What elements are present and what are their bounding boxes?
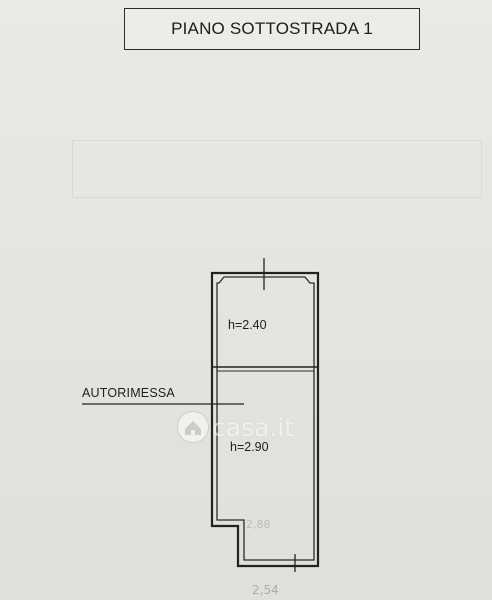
- faint-mark-1: 2,54: [252, 583, 279, 597]
- room-height-lower: h=2.90: [230, 440, 269, 454]
- house-logo-icon: [177, 411, 209, 443]
- faded-stamp-area: [72, 140, 482, 198]
- plan-inner-wall: [216, 276, 315, 561]
- floor-title: PIANO SOTTOSTRADA 1: [124, 8, 420, 50]
- room-height-upper: h=2.40: [228, 318, 267, 332]
- watermark-brand-text: casa.it: [212, 412, 295, 442]
- plan-outer-wall: [210, 271, 320, 568]
- room-label-garage: AUTORIMESSA: [82, 386, 175, 400]
- casa-watermark: casa.it: [176, 410, 294, 444]
- faint-mark-2: 2,88: [246, 518, 271, 531]
